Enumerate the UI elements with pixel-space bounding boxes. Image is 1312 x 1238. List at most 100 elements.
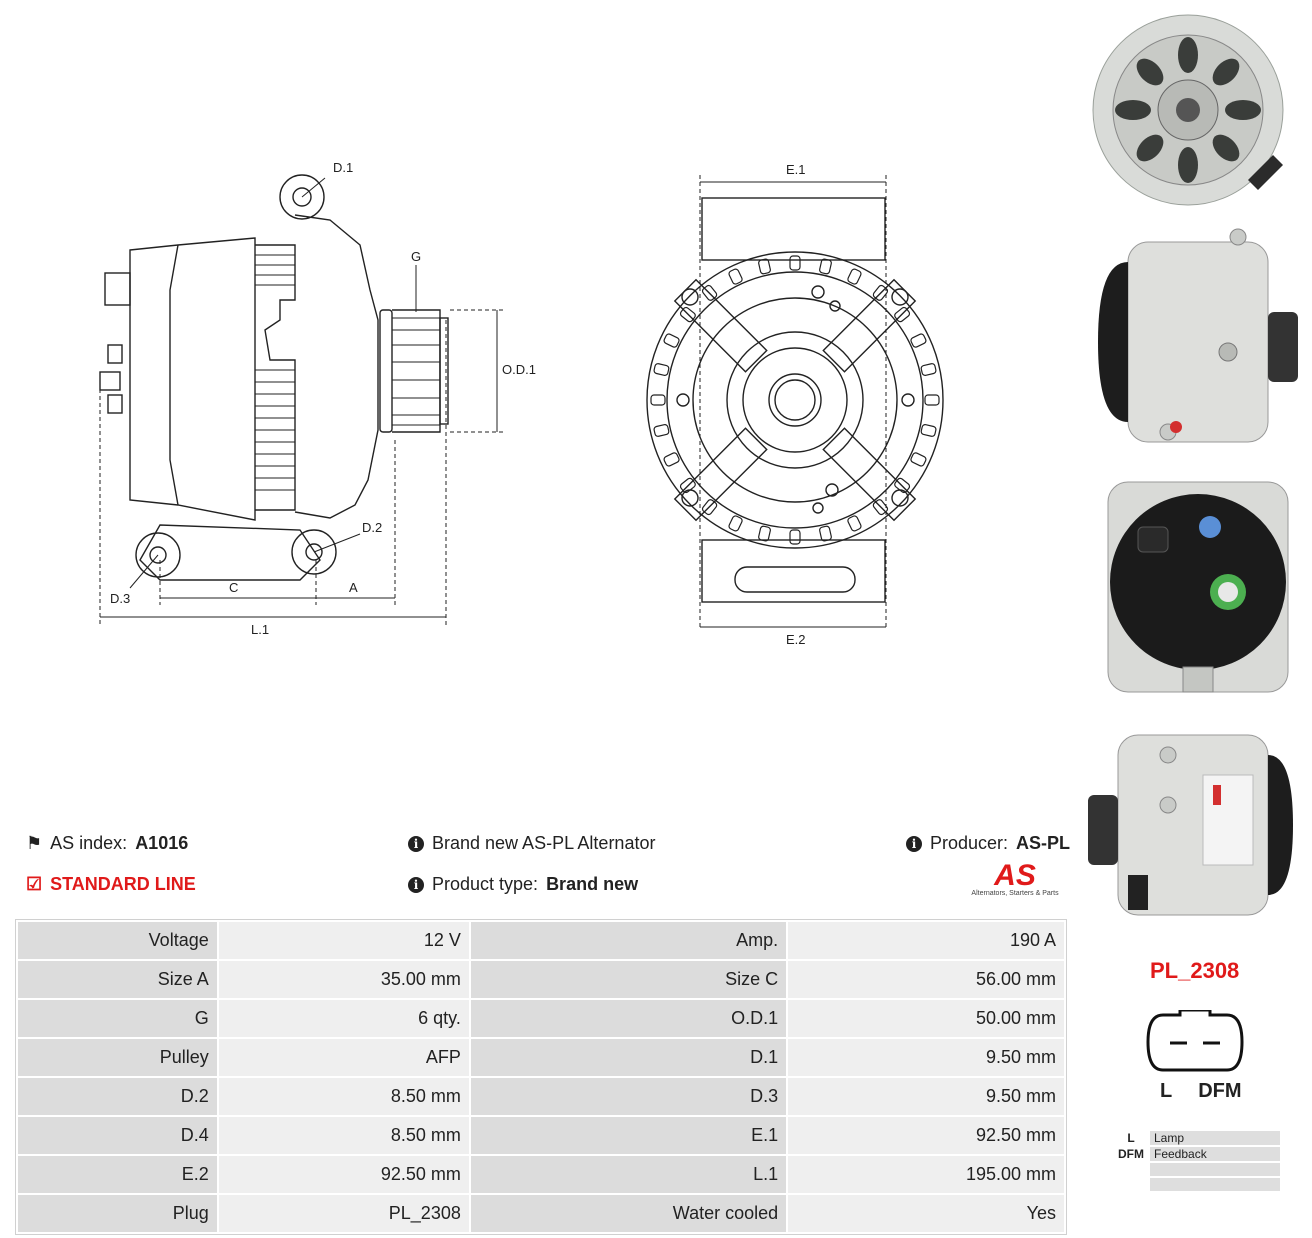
brand-text: Brand new AS-PL Alternator: [432, 833, 656, 853]
label-e2: E.2: [786, 632, 806, 647]
info-icon: i: [408, 876, 424, 893]
ring-slot: [847, 515, 862, 532]
legend-key: DFM: [1114, 1147, 1148, 1161]
ring-slot: [679, 306, 696, 323]
label-a: A: [349, 580, 358, 595]
spec-value: 195.00 mm: [786, 1154, 1066, 1195]
ring-slot: [847, 268, 862, 285]
spec-key: O.D.1: [468, 998, 789, 1039]
ring-slot: [924, 394, 940, 406]
ring-slot: [679, 477, 696, 494]
product-type-value: Brand new: [546, 874, 639, 894]
ring-slot: [910, 452, 927, 467]
ring-slot: [894, 477, 911, 494]
legend-row: [1114, 1178, 1280, 1191]
spec-value: 6 qty.: [216, 998, 471, 1039]
info-icon: i: [906, 835, 922, 852]
logo-mark: AS: [994, 859, 1036, 892]
label-od1: O.D.1: [502, 362, 536, 377]
spec-key: L.1: [468, 1154, 789, 1195]
spec-key: Water cooled: [468, 1193, 789, 1234]
tags-icon: ⚑: [26, 833, 43, 853]
spec-value: PL_2308: [216, 1193, 471, 1234]
product-type-label: Product type:: [432, 874, 539, 894]
ring-slot: [701, 284, 718, 301]
legend-desc: Lamp: [1150, 1131, 1280, 1145]
spec-key: G: [16, 998, 219, 1039]
product-type: i Product type: Brand new: [408, 874, 638, 895]
spec-key: Pulley: [16, 1037, 219, 1078]
pin-l-label: L: [1160, 1080, 1173, 1102]
as-index-value: A1016: [135, 833, 189, 853]
ring-slot: [819, 258, 832, 275]
ring-slot: [653, 363, 670, 376]
legend-row: [1114, 1163, 1280, 1176]
as-index: ⚑ AS index: A1016: [26, 833, 188, 854]
spec-value: 35.00 mm: [216, 959, 471, 1000]
plug-pin-labels: L DFM: [1160, 1080, 1242, 1103]
producer: i Producer: AS-PL: [906, 833, 1070, 854]
standard-line: ☑ STANDARD LINE: [26, 874, 196, 895]
product-photo-rear: [1107, 481, 1289, 693]
ring-slot: [872, 284, 889, 301]
ring-slot: [894, 306, 911, 323]
plug-code: PL_2308: [1150, 958, 1240, 983]
spec-value: 92.50 mm: [786, 1115, 1066, 1156]
legend-desc: [1150, 1163, 1280, 1176]
info-icon: i: [408, 835, 424, 852]
checkbox-icon: ☑: [26, 874, 43, 894]
spec-value: 12 V: [216, 920, 471, 961]
label-d2: D.2: [362, 520, 382, 535]
pin-dfm-label: DFM: [1198, 1080, 1242, 1102]
spec-key: E.1: [468, 1115, 789, 1156]
label-l1: L.1: [251, 622, 269, 637]
label-e1: E.1: [786, 162, 806, 177]
spec-key: D.4: [16, 1115, 219, 1156]
legend-key: [1114, 1178, 1148, 1191]
spec-key: E.2: [16, 1154, 219, 1195]
product-photo-side: [1098, 228, 1298, 443]
legend-key: [1114, 1163, 1148, 1176]
spec-value: 50.00 mm: [786, 998, 1066, 1039]
label-g: G: [411, 249, 421, 264]
technical-drawing: D.1 G O.D.1 D.2 D.3 C A L.1 E.1 E.2: [99, 160, 944, 647]
legend-key: L: [1114, 1131, 1148, 1145]
legend-desc: Feedback: [1150, 1147, 1280, 1161]
as-pl-logo: AS Alternators, Starters & Parts: [962, 859, 1068, 898]
spec-value: AFP: [216, 1037, 471, 1078]
spec-value: 8.50 mm: [216, 1076, 471, 1117]
spec-key: Voltage: [16, 920, 219, 961]
label-d1: D.1: [333, 160, 353, 175]
ring-slot: [789, 529, 801, 545]
product-photo-side-label: [1088, 734, 1293, 916]
ring-slot: [789, 255, 801, 271]
spec-key: Size A: [16, 959, 219, 1000]
producer-value: AS-PL: [1016, 833, 1071, 853]
ring-slot: [663, 452, 680, 467]
ring-slot: [728, 515, 743, 532]
legend-desc: [1150, 1178, 1280, 1191]
spec-key: Plug: [16, 1193, 219, 1234]
logo-tagline: Alternators, Starters & Parts: [971, 890, 1059, 897]
ring-slot: [920, 424, 937, 437]
ring-slot: [910, 333, 927, 348]
spec-key: D.1: [468, 1037, 789, 1078]
producer-label: Producer:: [930, 833, 1009, 853]
ring-slot: [920, 363, 937, 376]
standard-line-label: STANDARD LINE: [50, 874, 196, 894]
ring-slot: [653, 424, 670, 437]
spec-key: D.3: [468, 1076, 789, 1117]
spec-value: Yes: [786, 1193, 1066, 1234]
